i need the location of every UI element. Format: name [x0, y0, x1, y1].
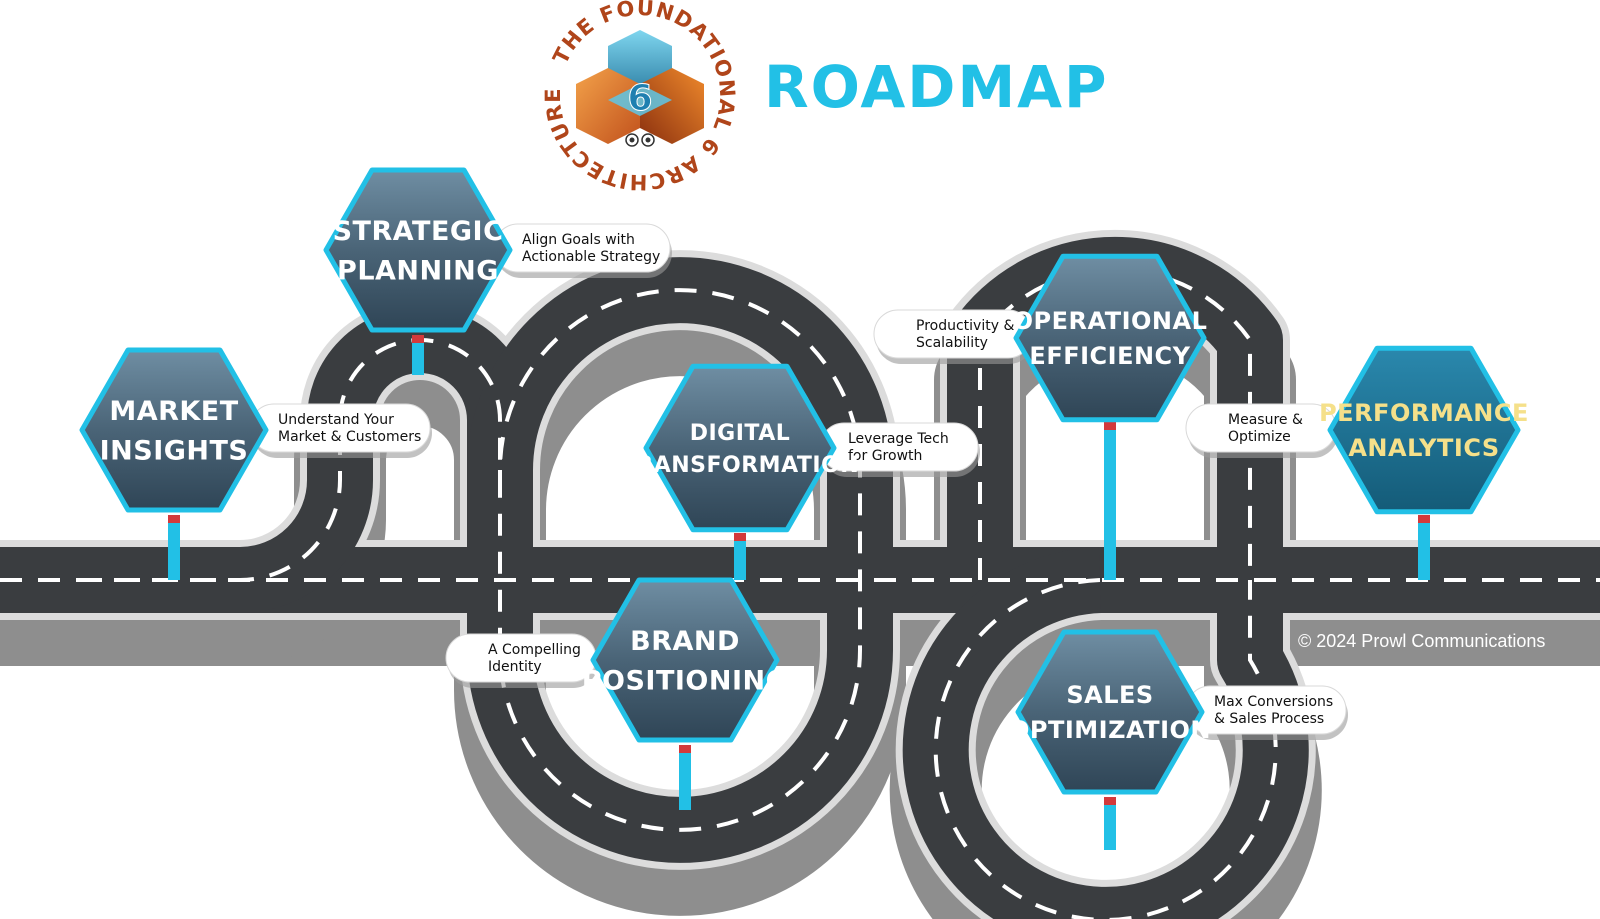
hexagon-sign	[1013, 253, 1207, 423]
milestone-title-line: BRAND	[630, 626, 740, 657]
caption-pill: Max Conversions& Sales Process	[1185, 685, 1348, 740]
page-title: ROADMAP	[764, 53, 1109, 121]
milestone-caption-line: Market & Customers	[278, 429, 421, 445]
sign-pole-cap	[1418, 515, 1430, 523]
milestone-title-line: PLANNING	[337, 255, 499, 286]
sign-pole-cap	[679, 745, 691, 753]
hexagon-sign	[1327, 345, 1521, 515]
milestone-title-line: PERFORMANCE	[1319, 399, 1529, 427]
milestone-title-line: OPTIMIZATION	[1009, 716, 1211, 744]
hexagon-sign	[643, 363, 837, 533]
sign-pole	[412, 335, 424, 375]
sign-pole	[1418, 515, 1430, 580]
cube-icon	[576, 30, 704, 144]
hexagon-sign	[323, 167, 513, 333]
hexagon-sign	[1015, 629, 1205, 795]
sign-pole-cap	[1104, 797, 1116, 805]
caption-pill: Measure &Optimize	[1185, 403, 1338, 458]
caption-pill: Productivity &Scalability	[873, 309, 1034, 364]
copyright: © 2024 Prowl Communications	[1298, 631, 1545, 651]
milestone-title-line: MARKET	[109, 396, 238, 427]
milestone-operational-efficiency: Productivity &ScalabilityOPERATIONALEFFI…	[873, 253, 1208, 580]
milestone-caption-line: Productivity &	[916, 318, 1014, 334]
logo-number: 6	[627, 78, 652, 119]
sign-pole	[679, 745, 691, 810]
road-center-line	[498, 288, 862, 471]
milestone-sales-optimization: Max Conversions& Sales Process SALES OPTIM…	[1009, 629, 1348, 850]
milestone-title-line: TRANSFORMATION	[621, 453, 859, 478]
milestone-title-line: STRATEGIC	[333, 216, 504, 247]
milestone-title-line: INSIGHTS	[100, 435, 249, 466]
milestone-caption-line: for Growth	[848, 448, 922, 464]
milestone-title-line: SALES	[1066, 681, 1153, 709]
sign-pole	[734, 533, 746, 580]
milestone-caption-line: Leverage Tech	[848, 431, 949, 447]
sign-pole-cap	[1104, 422, 1116, 430]
milestone-title-line: DIGITAL	[690, 421, 791, 446]
logo: THE FOUNDATIONAL 6 ARCHITECTURE 6	[541, 0, 738, 194]
milestone-title-line: POSITIONING	[582, 665, 789, 696]
milestone-caption-line: Understand Your	[278, 412, 394, 428]
road-center-line	[80, 338, 862, 832]
milestone-caption-line: Measure &	[1228, 412, 1303, 428]
milestone-title-line: EFFICIENCY	[1029, 342, 1190, 370]
sign-pole-cap	[734, 533, 746, 541]
owl-icon	[625, 133, 655, 147]
milestone-title-line: ANALYTICS	[1348, 434, 1499, 462]
milestone-caption-line: Max Conversions	[1214, 694, 1333, 710]
sign-pole-cap	[412, 335, 424, 343]
milestone-title-line: OPERATIONAL	[1013, 307, 1208, 335]
sign-pole-cap	[168, 515, 180, 523]
sign-pole	[1104, 422, 1116, 580]
sign-pole	[1104, 797, 1116, 850]
milestone-caption-line: Identity	[488, 659, 542, 675]
road-segment	[902, 547, 1309, 919]
milestone-caption-line: Align Goals with	[522, 232, 635, 248]
hexagon-sign	[590, 577, 780, 743]
milestone-caption-line: Scalability	[916, 335, 988, 351]
milestone-caption-line: & Sales Process	[1214, 711, 1324, 727]
milestone-caption-line: Actionable Strategy	[522, 249, 660, 265]
road	[0, 229, 1600, 919]
sign-pole	[168, 515, 180, 580]
milestone-caption-line: A Compelling	[488, 642, 581, 658]
milestone-caption-line: Optimize	[1228, 429, 1291, 445]
hexagon-sign	[79, 347, 269, 513]
